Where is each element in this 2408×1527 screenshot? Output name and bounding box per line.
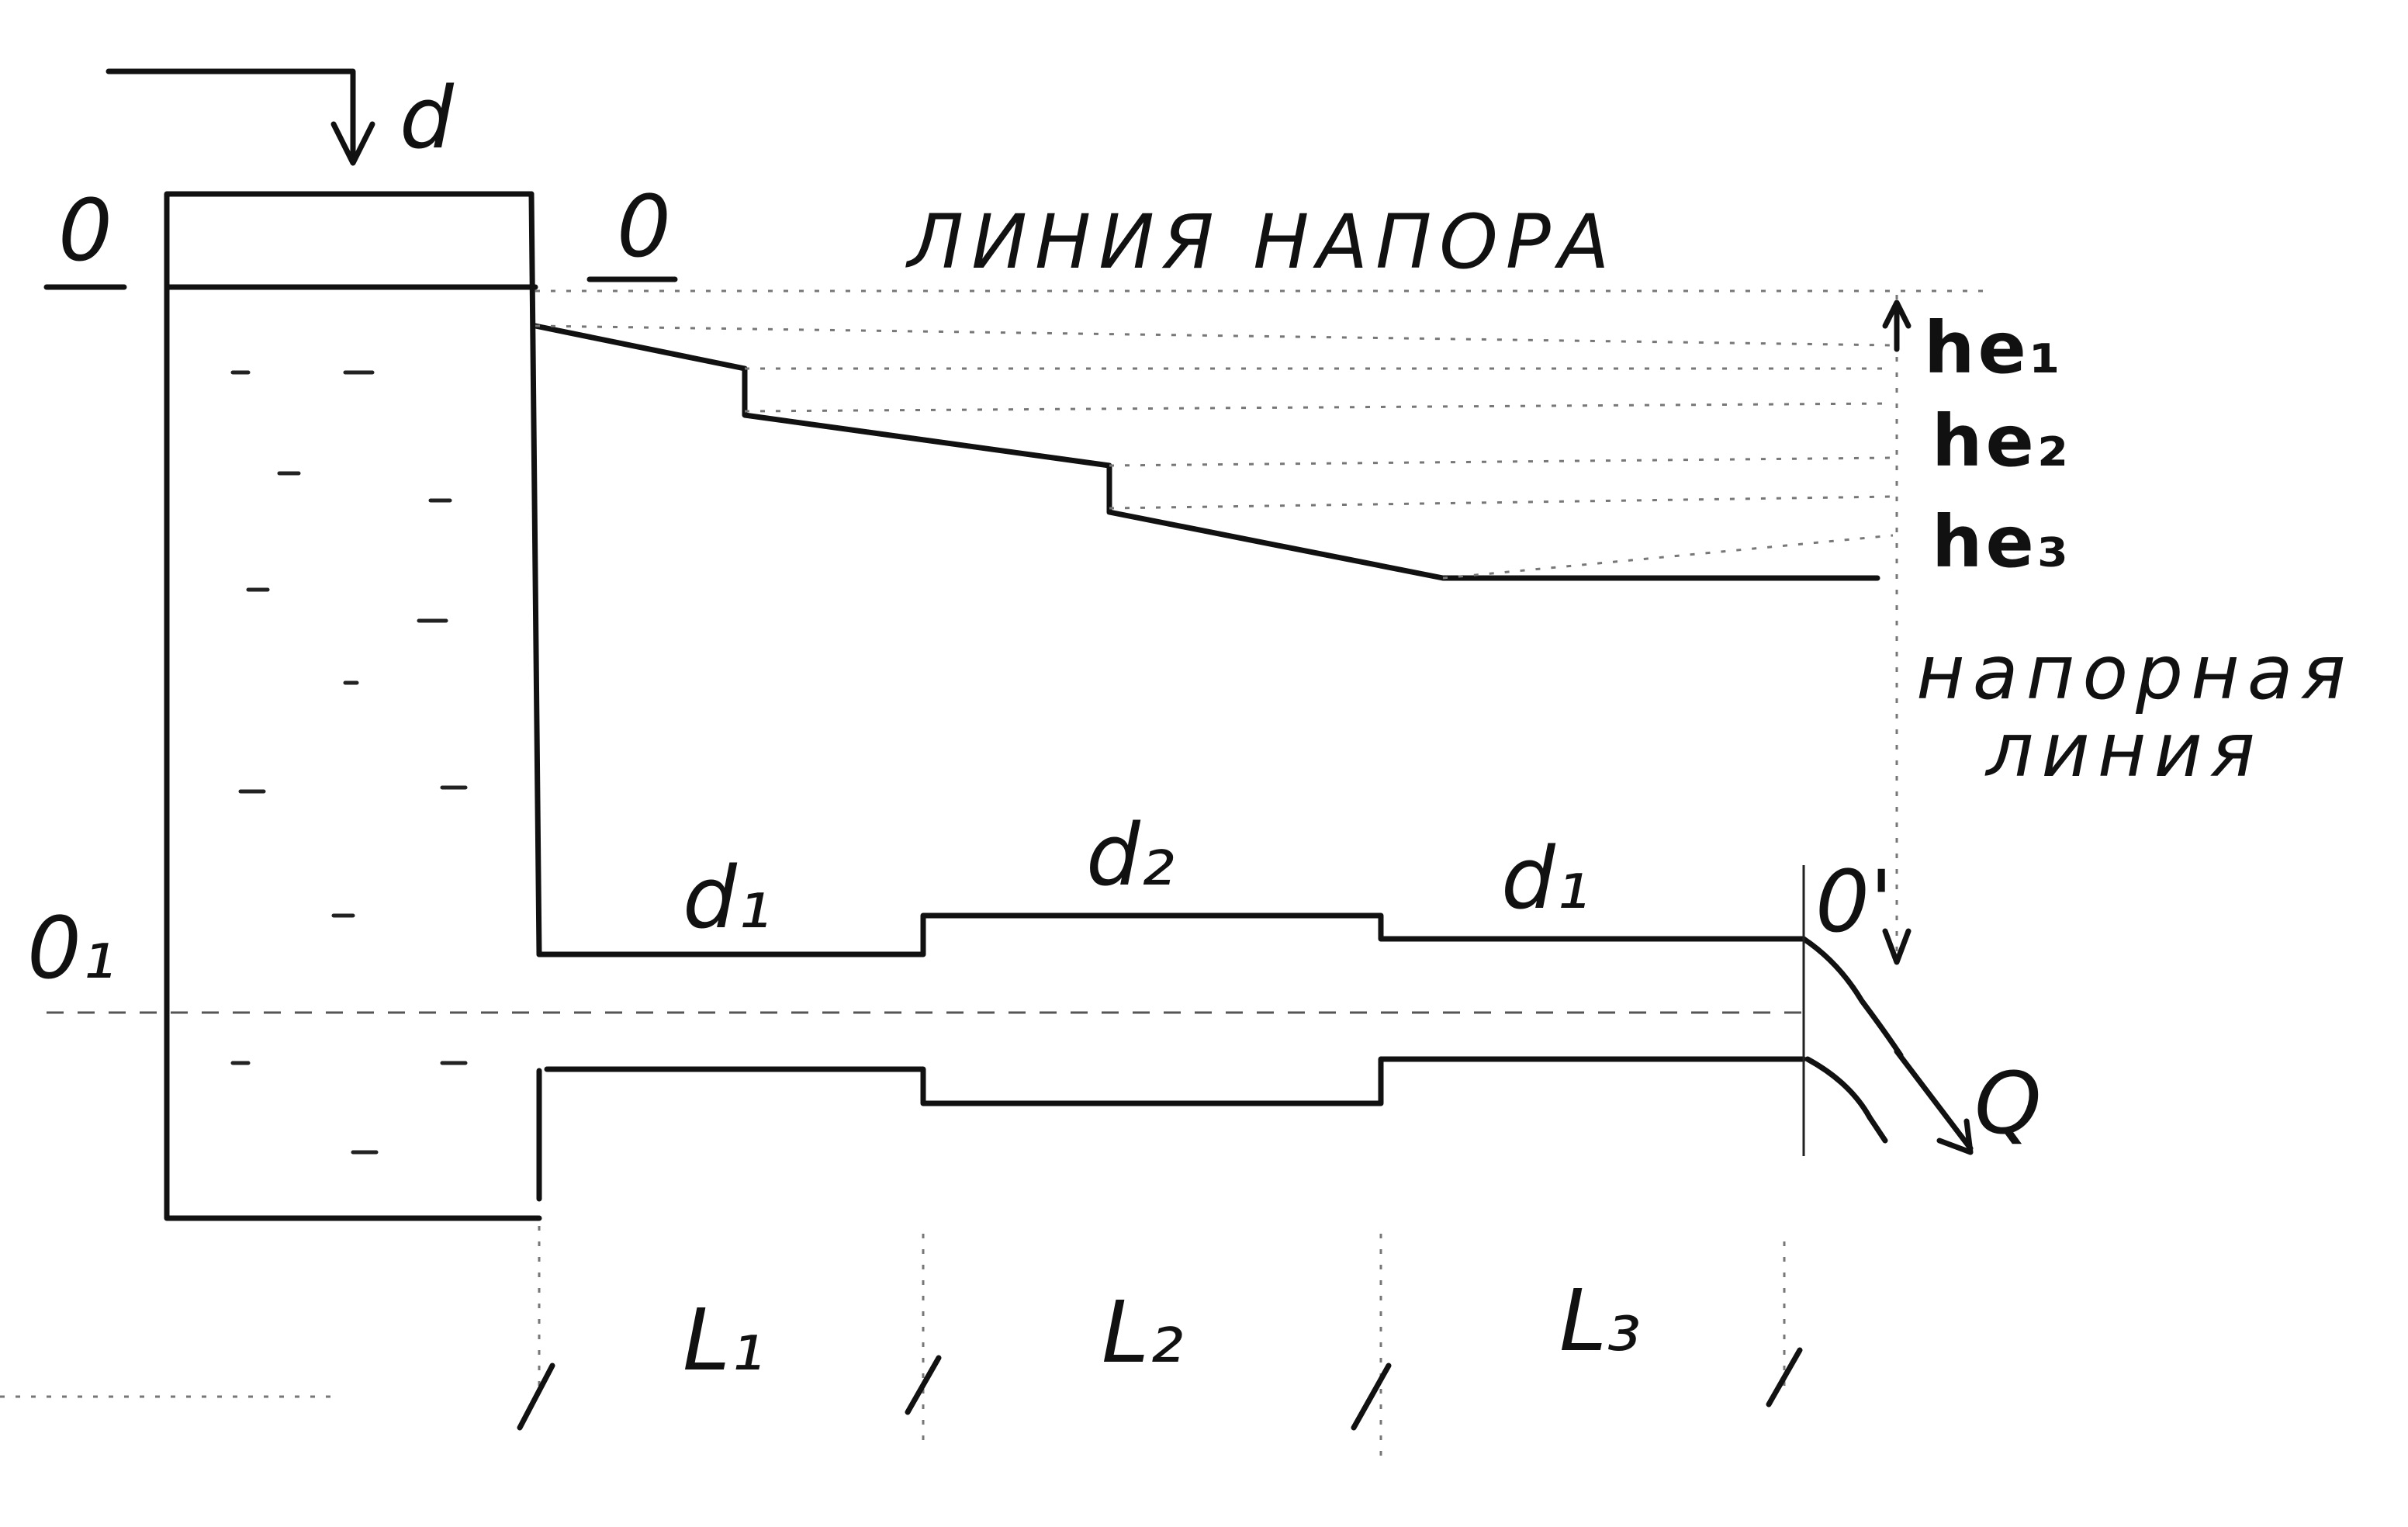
label-d: d: [400, 68, 455, 168]
label-axis-o1: 0₁: [27, 899, 116, 998]
label-pipe-d2: d₂: [1086, 805, 1175, 905]
pressure-line: [532, 323, 1880, 581]
label-head-line-title: ЛИНИЯ НАПОРА: [905, 199, 1617, 286]
label-pressure-line-1: напорная: [1916, 629, 2353, 716]
bottom-arrow-head: [1882, 928, 1912, 965]
flow-arrow-line: [1894, 1048, 1974, 1151]
pipe-top-wall: [536, 912, 1807, 957]
label-length-1: L₁: [683, 1290, 764, 1390]
tank-right-wall-upper: [528, 191, 542, 957]
label-flow-q: Q: [1974, 1054, 2042, 1153]
label-outlet-datum: 0': [1815, 852, 1893, 951]
label-pressure-line-2: линия: [1984, 707, 2263, 794]
d-arrow-line: [106, 68, 356, 162]
top-arrow-head: [1882, 300, 1912, 329]
label-loss-3: he₃: [1932, 500, 2071, 583]
label-pipe-d1-a: d₁: [683, 848, 771, 947]
flow-arrow-head: [1936, 1118, 1974, 1155]
d-arrow-head: [330, 121, 375, 166]
length-dimension-lines: [0, 1226, 1803, 1466]
label-loss-1: he₁: [1924, 306, 2064, 390]
liquid-marks: [230, 370, 468, 1155]
label-loss-2: he₂: [1932, 400, 2071, 483]
loss-reference-lines: [535, 324, 1894, 580]
jet-lower: [1804, 1056, 1888, 1144]
label-length-3: L₃: [1559, 1271, 1641, 1370]
label-datum-right: 0: [617, 177, 671, 276]
label-datum-left: 0: [58, 181, 112, 280]
jet-upper: [1801, 936, 1904, 1058]
pipe-bottom-wall: [544, 1056, 1807, 1106]
label-pipe-d1-b: d₁: [1501, 829, 1590, 928]
label-length-2: L₂: [1102, 1283, 1183, 1382]
tank-outline: [164, 191, 542, 1221]
